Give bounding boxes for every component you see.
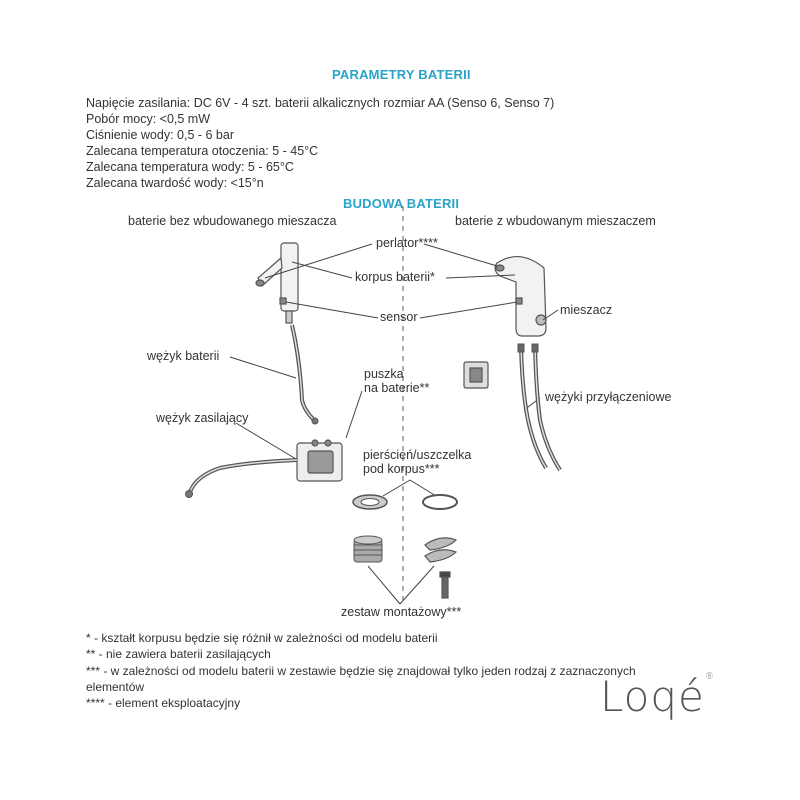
faucet-right-mixer <box>535 314 547 326</box>
supply-hose <box>185 458 298 498</box>
battery-case-icon <box>463 361 489 389</box>
mounting-clamp-icon <box>424 537 458 599</box>
label-wezyki-przylaczeniowe: wężyki przyłączeniowe <box>545 390 672 404</box>
build-heading: BUDOWA BATERII <box>343 196 460 211</box>
faucet-right-sensor <box>515 297 523 305</box>
spec-pressure: Ciśnienie wody: 0,5 - 6 bar <box>86 128 234 142</box>
leader-lines <box>229 243 559 605</box>
label-korpus: korpus baterii* <box>355 270 435 284</box>
connection-hoses <box>517 343 562 472</box>
label-mieszacz: mieszacz <box>560 303 613 317</box>
label-puszka-2: na baterie** <box>364 381 430 395</box>
faucet-right-body <box>494 256 547 337</box>
footnote-3-cont: elementów <box>86 680 145 694</box>
column-left-title: baterie bez wbudowanego mieszacza <box>128 214 337 228</box>
footnote-1: * - kształt korpusu będzie się różnił w … <box>86 631 438 645</box>
label-perlator: perlator**** <box>376 236 438 250</box>
label-pierscien-1: pierścień/uszczelka <box>363 448 472 462</box>
spec-power: Pobór mocy: <0,5 mW <box>86 112 210 126</box>
label-zestaw: zestaw montażowy*** <box>341 605 462 619</box>
mounting-nut-icon <box>353 535 383 563</box>
footnote-4: **** - element eksploatacyjny <box>86 696 241 710</box>
faucet-left-stem <box>285 310 293 324</box>
brand-logo-text: Loqé <box>600 672 705 721</box>
brand-logo-mark: ® <box>704 672 715 682</box>
spec-water-temp: Zalecana temperatura wody: 5 - 65°C <box>86 160 294 174</box>
faucet-left <box>255 242 299 324</box>
faucet-right <box>494 256 547 337</box>
faucet-right-aerator <box>495 264 505 272</box>
label-pierscien-2: pod korpus*** <box>363 462 440 476</box>
spec-hardness: Zalecana twardość wody: <15°n <box>86 176 264 190</box>
spec-ambient-temp: Zalecana temperatura otoczenia: 5 - 45°C <box>86 144 319 158</box>
column-right-title: baterie z wbudowanym mieszaczem <box>455 214 656 228</box>
footnote-3: *** - w zależności od modelu baterii w z… <box>86 664 636 678</box>
label-sensor: sensor <box>380 310 418 324</box>
footnote-2: ** - nie zawiera baterii zasilających <box>86 647 271 661</box>
brand-logo: Loqé® <box>600 672 715 721</box>
ring-gasket-icon <box>352 494 458 510</box>
spec-voltage: Napięcie zasilania: DC 6V - 4 szt. bater… <box>86 96 555 110</box>
faucet-left-aerator <box>255 279 265 287</box>
label-wezyk-baterii: wężyk baterii <box>147 349 220 363</box>
battery-box-icon <box>296 439 343 482</box>
label-puszka-1: puszka <box>364 367 404 381</box>
faucet-left-sensor <box>279 297 287 305</box>
label-wezyk-zasilajacy: wężyk zasilający <box>156 411 249 425</box>
params-heading: PARAMETRY BATERII <box>332 67 471 82</box>
battery-hose <box>290 324 319 425</box>
